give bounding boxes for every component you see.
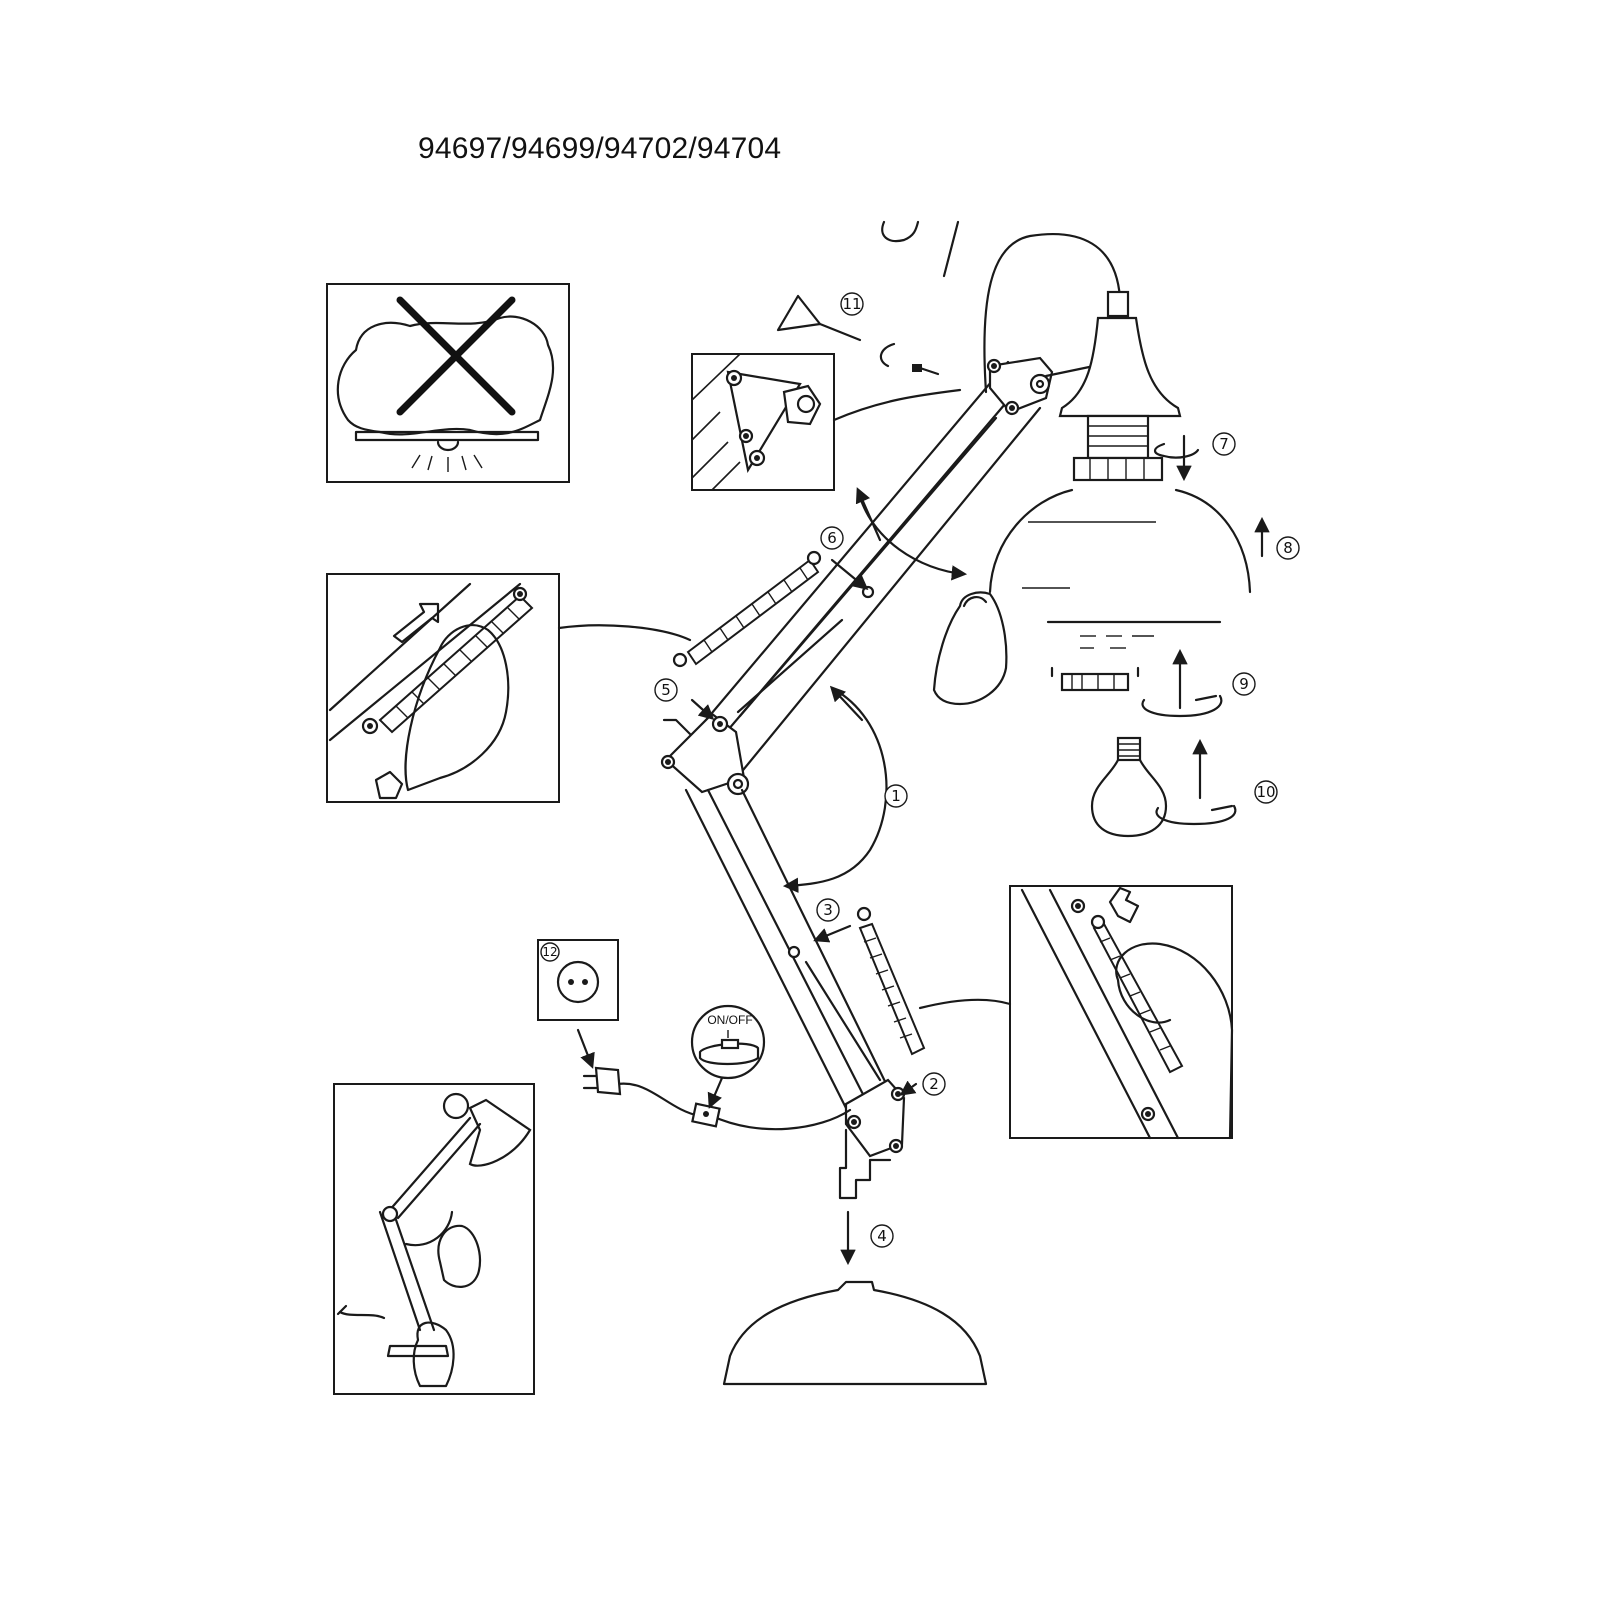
step-5-marker	[654, 678, 678, 702]
svg-text:1: 1	[891, 787, 901, 805]
step-3-marker	[816, 898, 840, 922]
svg-text:8: 8	[1283, 539, 1293, 557]
svg-text:4: 4	[877, 1227, 887, 1245]
step-1-rotation-arrow: 1	[782, 685, 908, 893]
hinge-detail-panel	[691, 353, 962, 491]
svg-text:9: 9	[1239, 675, 1249, 693]
model-codes-title: 94697/94699/94702/94704	[418, 132, 782, 165]
svg-text:6: 6	[827, 529, 837, 547]
svg-text:2: 2	[929, 1075, 939, 1093]
lamp-shade: 8	[932, 488, 1300, 706]
lower-spring-detail-panel	[918, 885, 1234, 1140]
upper-spring-detail-panel	[326, 573, 692, 803]
lamp-arm	[660, 356, 1102, 1200]
power-cord	[582, 1066, 852, 1131]
svg-text:12: 12	[542, 945, 557, 959]
step-2-marker	[922, 1072, 946, 1096]
wall-outlet-icon: 12	[537, 939, 619, 1069]
on-off-switch-callout: ON/OFF	[690, 1004, 766, 1109]
allen-key-icon: 11	[776, 292, 864, 342]
svg-text:5: 5	[661, 681, 671, 699]
svg-text:7: 7	[1219, 435, 1229, 453]
assembled-lamp-panel	[333, 1083, 535, 1395]
no-cover-warning-panel	[326, 283, 570, 483]
screw-icon	[879, 342, 940, 376]
svg-text:10: 10	[1256, 783, 1275, 801]
light-bulb-icon: 10	[1090, 736, 1278, 838]
shade-ring: 9	[1050, 648, 1256, 718]
svg-text:3: 3	[823, 901, 833, 919]
step-6-marker	[820, 526, 844, 550]
svg-text:ON/OFF: ON/OFF	[707, 1013, 752, 1027]
lamp-socket: 7	[983, 232, 1236, 482]
svg-text:11: 11	[842, 295, 861, 313]
lamp-base: 4	[722, 1210, 988, 1386]
